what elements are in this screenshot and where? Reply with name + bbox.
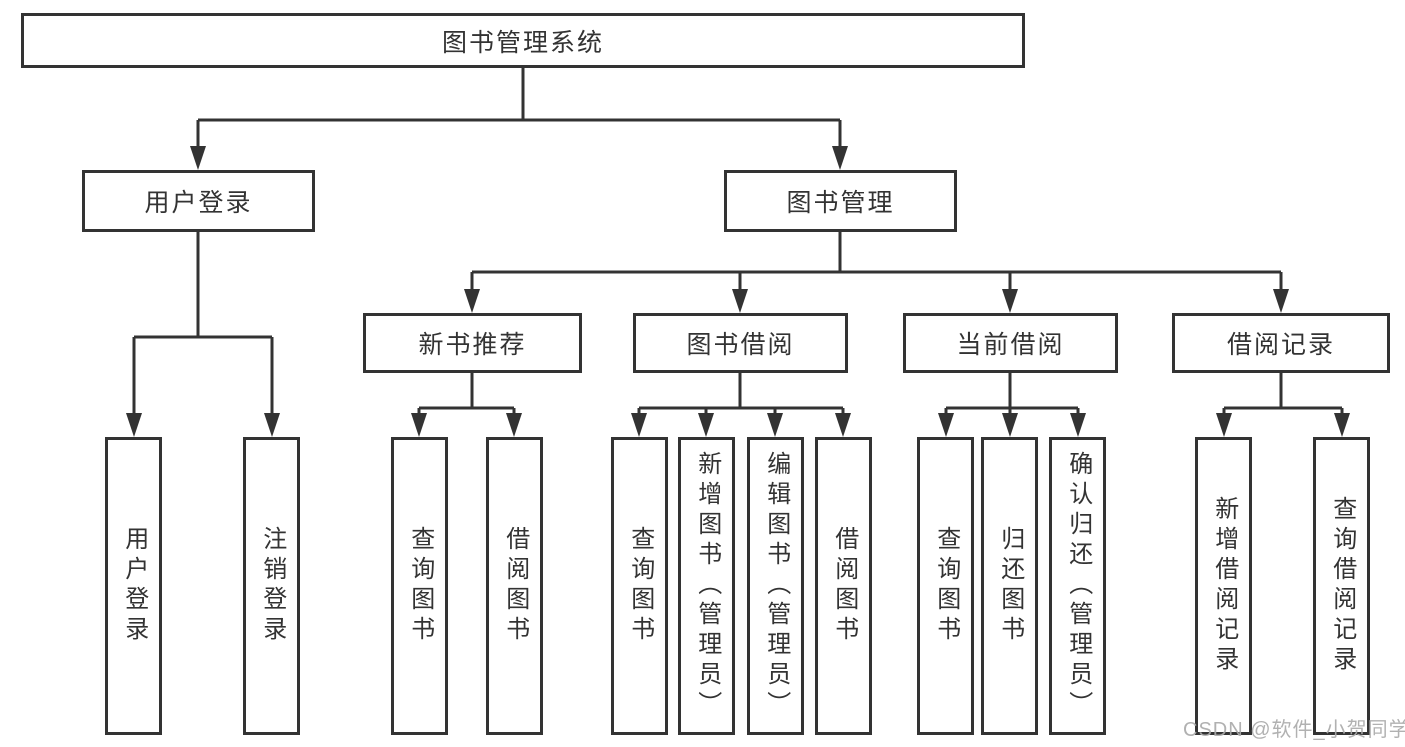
node-book-management: 图书管理 [724,170,957,232]
leaf-edit-book-admin-label: 编辑图书（管理员） [762,451,790,721]
leaf-query-books-current: 查询图书 [917,437,974,735]
csdn-watermark: CSDN @软件_小贺同学 [1183,719,1405,741]
leaf-borrow-books-recommend-label: 借阅图书 [501,526,529,646]
leaf-edit-book-admin: 编辑图书（管理员） [747,437,804,735]
node-new-book-recommend: 新书推荐 [363,313,582,373]
leaf-add-book-admin-label: 新增图书（管理员） [693,451,721,721]
leaf-query-books-recommend-label: 查询图书 [406,526,434,646]
node-book-borrow: 图书借阅 [633,313,848,373]
leaf-query-books-recommend: 查询图书 [391,437,448,735]
node-current-borrow: 当前借阅 [903,313,1118,373]
leaf-add-borrow-record-label: 新增借阅记录 [1210,496,1238,676]
leaf-add-book-admin: 新增图书（管理员） [678,437,735,735]
leaf-user-login: 用户登录 [105,437,162,735]
leaf-confirm-return-admin: 确认归还（管理员） [1049,437,1106,735]
leaf-confirm-return-admin-label: 确认归还（管理员） [1064,451,1092,721]
leaf-borrow-books: 借阅图书 [815,437,872,735]
leaf-user-login-label: 用户登录 [120,526,148,646]
arrowheads [126,146,1350,437]
leaf-query-books-current-label: 查询图书 [932,526,960,646]
leaf-query-books-borrow-label: 查询图书 [626,526,654,646]
leaf-return-book-label: 归还图书 [996,526,1024,646]
leaf-query-borrow-record-label: 查询借阅记录 [1328,496,1356,676]
leaf-logout-label: 注销登录 [258,526,286,646]
leaf-borrow-books-label: 借阅图书 [830,526,858,646]
leaf-borrow-books-recommend: 借阅图书 [486,437,543,735]
leaf-return-book: 归还图书 [981,437,1038,735]
node-user-login: 用户登录 [82,170,315,232]
leaf-logout: 注销登录 [243,437,300,735]
leaf-query-borrow-record: 查询借阅记录 [1313,437,1370,735]
leaf-query-books-borrow: 查询图书 [611,437,668,735]
leaf-add-borrow-record: 新增借阅记录 [1195,437,1252,735]
node-borrow-records: 借阅记录 [1172,313,1390,373]
node-library-management-system: 图书管理系统 [21,13,1025,68]
